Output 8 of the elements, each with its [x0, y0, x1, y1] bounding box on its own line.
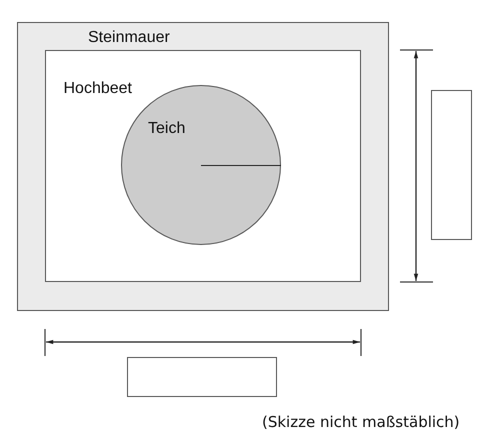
- area-label: Teich: [148, 121, 186, 137]
- caption: (Skizze nicht maßstäblich): [262, 413, 460, 431]
- area-label: Hochbeet: [64, 80, 132, 96]
- area-label: Steinmauer: [88, 30, 170, 46]
- answer-box: [431, 90, 472, 240]
- answer-box: [127, 357, 277, 397]
- wall-area: [17, 22, 389, 311]
- bed-area: [44, 50, 360, 282]
